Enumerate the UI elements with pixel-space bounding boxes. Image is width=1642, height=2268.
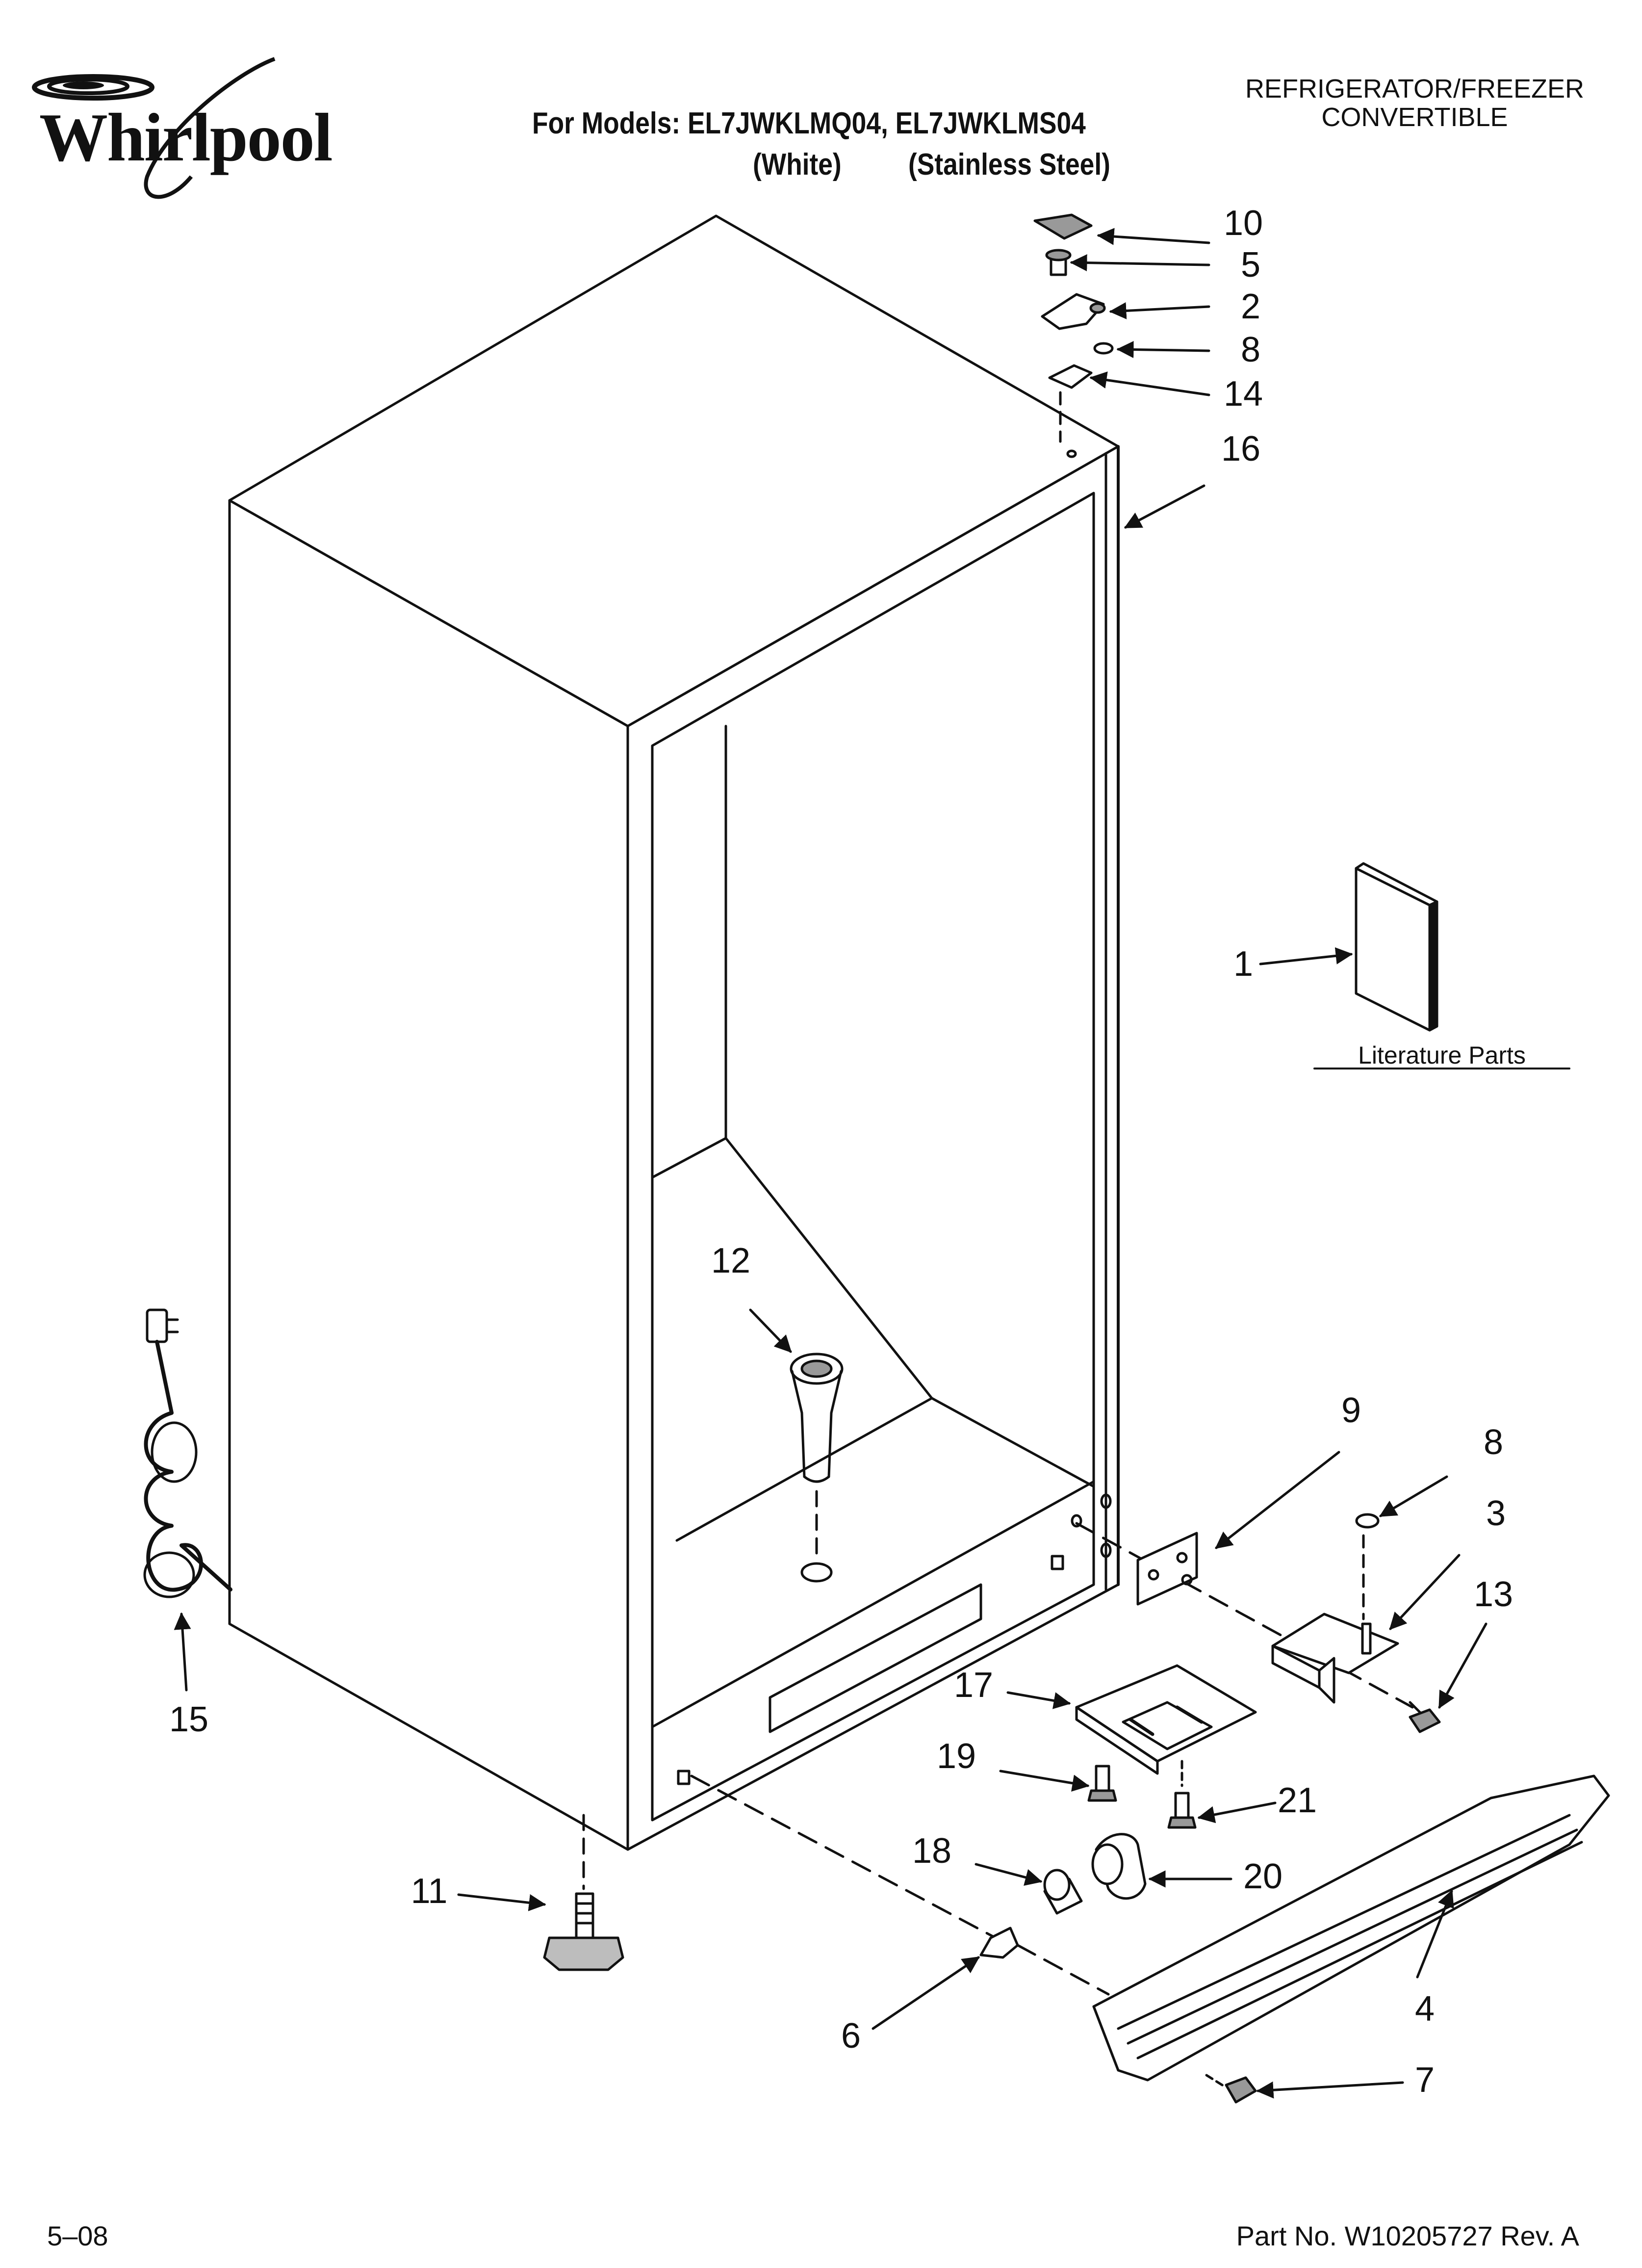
logo-wordmark: Whirlpool: [39, 100, 333, 176]
base-grille-assembly: [690, 1774, 1610, 2104]
callout-18: 18: [912, 1831, 951, 1871]
variant-stainless: (Stainless Steel): [908, 148, 1110, 182]
category-line-2: CONVERTIBLE: [1321, 103, 1508, 132]
callout-10: 10: [1224, 204, 1263, 243]
cabinet-side-left: [228, 499, 629, 1851]
literature-parts-label: Literature Parts: [1358, 1042, 1526, 1069]
callout-14: 14: [1224, 374, 1263, 414]
product-category: REFRIGERATOR/FREEZER CONVERTIBLE: [1245, 75, 1584, 131]
logo-swirl-icon: [32, 57, 276, 199]
callout-15: 15: [169, 1700, 208, 1739]
leveling-leg-part: [543, 1814, 624, 1971]
power-cord-part: [143, 1308, 232, 1598]
models-line: For Models: EL7JWKLMQ04, EL7JWKLMS04: [532, 106, 1086, 140]
callout-3: 3: [1486, 1494, 1506, 1533]
callout-9: 9: [1341, 1391, 1361, 1430]
callout-8-top: 8: [1241, 330, 1260, 369]
callout-4: 4: [1415, 1989, 1435, 2029]
callout-17: 17: [954, 1666, 993, 1705]
callout-11: 11: [411, 1872, 448, 1911]
callout-8-bottom: 8: [1484, 1423, 1503, 1462]
callout-13: 13: [1474, 1575, 1513, 1614]
callout-1: 1: [1233, 944, 1253, 984]
drain-tube-part: [790, 1353, 844, 1583]
part-number: Part No. W10205727 Rev. A: [1236, 2220, 1579, 2251]
literature-parts: [1355, 862, 1438, 1032]
callout-20: 20: [1243, 1857, 1283, 1896]
callout-2: 2: [1241, 287, 1260, 326]
category-line-1: REFRIGERATOR/FREEZER: [1245, 74, 1584, 104]
callout-19: 19: [937, 1737, 976, 1776]
callout-16: 16: [1221, 429, 1260, 469]
cabinet: [228, 214, 1120, 1851]
callout-21: 21: [1278, 1781, 1317, 1820]
revision-date: 5–08: [47, 2220, 108, 2251]
whirlpool-logo: Whirlpool: [20, 54, 334, 216]
callout-7: 7: [1415, 2060, 1435, 2100]
variant-white: (White): [753, 148, 842, 182]
bottom-hinge-assembly: [1043, 1513, 1441, 1915]
leader-arrows: [174, 228, 1488, 2099]
callout-12: 12: [711, 1241, 750, 1280]
kickplate-slot: [769, 1583, 982, 1733]
callout-numbers: 10 5 2 8 14 16 1 12 9 8 3 13 17 19 21 18…: [169, 204, 1513, 2100]
callout-6: 6: [841, 2016, 861, 2056]
callout-5: 5: [1241, 245, 1260, 285]
